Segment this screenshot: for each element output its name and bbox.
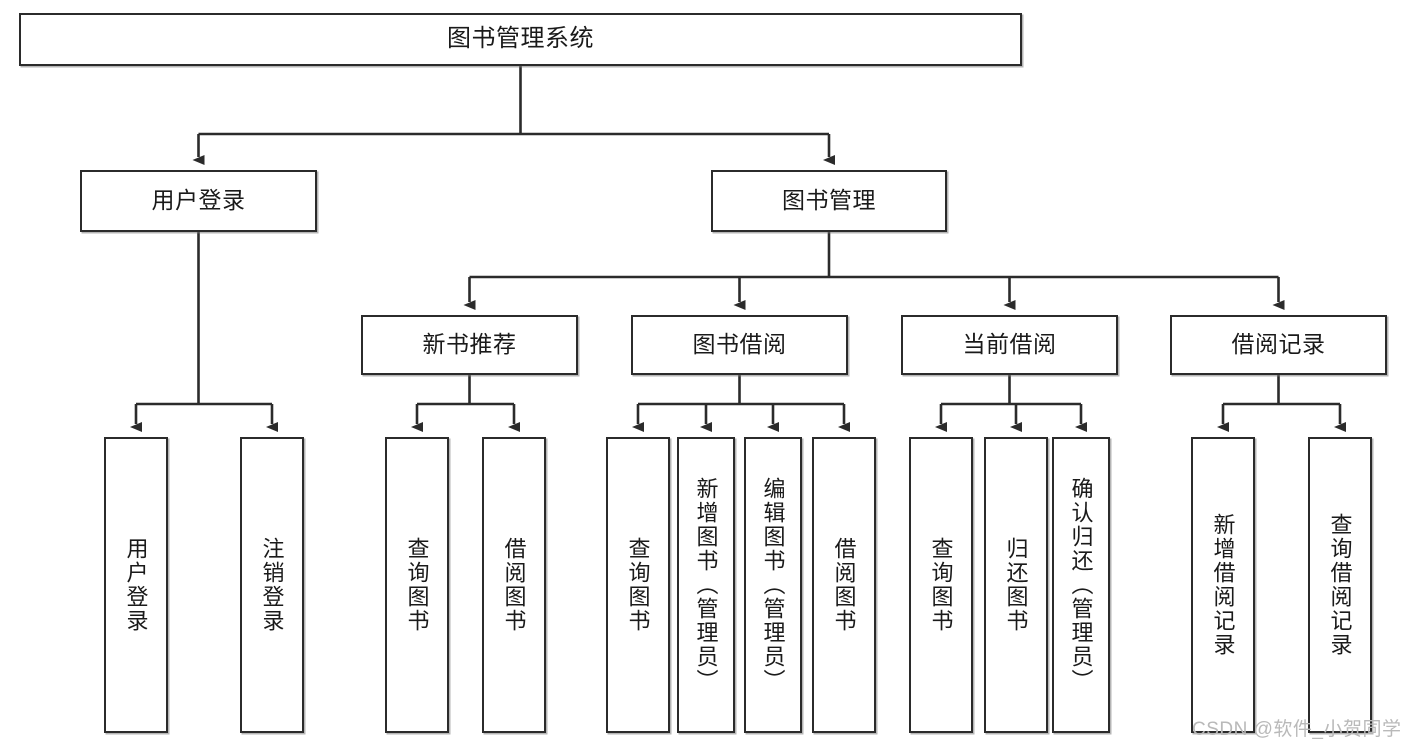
node-label: 用户登录 (123, 537, 149, 633)
node-book-borrow[interactable]: 图书借阅 (631, 315, 848, 375)
node-label: 注销登录 (259, 537, 285, 633)
node-leaf-borrow-book-2[interactable]: 借阅图书 (812, 437, 876, 733)
node-label: 新书推荐 (422, 331, 517, 358)
node-root[interactable]: 图书管理系统 (19, 13, 1022, 66)
node-current-borrow[interactable]: 当前借阅 (901, 315, 1118, 375)
node-leaf-confirm-return[interactable]: 确认归还（管理员） (1052, 437, 1110, 733)
node-leaf-user-login[interactable]: 用户登录 (104, 437, 168, 733)
node-label: 借阅记录 (1231, 331, 1326, 358)
node-label: 图书借阅 (692, 331, 787, 358)
node-borrow-record[interactable]: 借阅记录 (1170, 315, 1387, 375)
node-leaf-query-book-2[interactable]: 查询图书 (606, 437, 670, 733)
node-label: 新增借阅记录 (1210, 513, 1236, 657)
node-leaf-return-book[interactable]: 归还图书 (984, 437, 1048, 733)
node-label: 编辑图书（管理员） (760, 477, 786, 693)
node-label: 用户登录 (151, 187, 246, 214)
node-label: 查询图书 (928, 537, 954, 633)
node-label: 图书管理 (782, 187, 876, 214)
node-label: 查询图书 (404, 537, 430, 633)
node-leaf-query-book-3[interactable]: 查询图书 (909, 437, 973, 733)
node-user-login[interactable]: 用户登录 (80, 170, 317, 232)
node-label: 当前借阅 (962, 331, 1057, 358)
node-leaf-add-record[interactable]: 新增借阅记录 (1191, 437, 1255, 733)
node-label: 确认归还（管理员） (1068, 477, 1094, 693)
node-new-book-recommend[interactable]: 新书推荐 (361, 315, 578, 375)
node-label: 借阅图书 (831, 537, 857, 633)
node-label: 图书管理系统 (447, 25, 594, 53)
node-book-manage[interactable]: 图书管理 (711, 170, 947, 232)
node-leaf-query-book-1[interactable]: 查询图书 (385, 437, 449, 733)
node-label: 归还图书 (1003, 537, 1029, 633)
node-label: 借阅图书 (501, 537, 527, 633)
node-leaf-user-logout[interactable]: 注销登录 (240, 437, 304, 733)
node-leaf-edit-book[interactable]: 编辑图书（管理员） (744, 437, 802, 733)
node-label: 新增图书（管理员） (693, 477, 719, 693)
node-leaf-query-record[interactable]: 查询借阅记录 (1308, 437, 1372, 733)
node-label: 查询图书 (625, 537, 651, 633)
node-label: 查询借阅记录 (1327, 513, 1353, 657)
node-leaf-borrow-book-1[interactable]: 借阅图书 (482, 437, 546, 733)
csdn-watermark: CSDN @软件_小贺同学 (1192, 719, 1402, 740)
node-leaf-add-book[interactable]: 新增图书（管理员） (677, 437, 735, 733)
